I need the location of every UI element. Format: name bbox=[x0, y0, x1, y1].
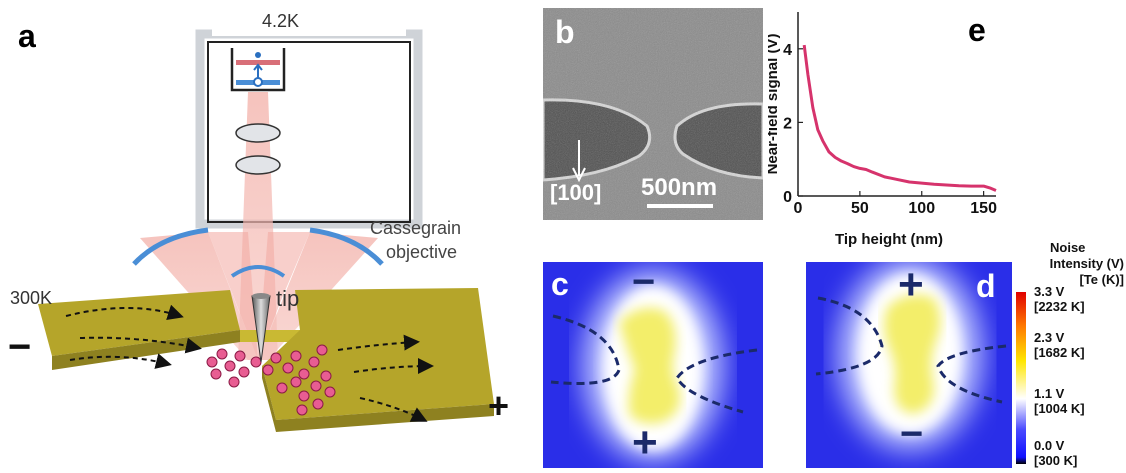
sample-left-pad bbox=[38, 290, 240, 356]
panel-letter-c: c bbox=[551, 266, 569, 302]
sample-constriction bbox=[240, 330, 300, 342]
noise-map-panel-d bbox=[806, 262, 1012, 468]
tip-label: tip bbox=[276, 286, 299, 311]
colorbar-tick-2-volts: 1.1 V bbox=[1034, 386, 1065, 401]
colorbar-tick-1-kelvin: [1682 K] bbox=[1034, 345, 1085, 360]
y-tick-label-1: 2 bbox=[783, 115, 792, 132]
minus-label-d: − bbox=[900, 412, 924, 456]
detector-layer bbox=[236, 60, 280, 65]
x-tick-label-3: 150 bbox=[970, 200, 997, 217]
electrode-edge-right-c bbox=[675, 348, 758, 414]
scale-bar-label: 500nm bbox=[641, 174, 718, 201]
panel-letter-a: a bbox=[18, 18, 36, 54]
detector-cup bbox=[230, 48, 286, 92]
colorbar-tick-0: 3.3 V [2232 K] bbox=[1034, 284, 1085, 314]
lens-upper bbox=[235, 123, 281, 143]
objective-label-line2: objective bbox=[386, 242, 457, 262]
secondary-mirror bbox=[230, 265, 286, 278]
noise-map-panel-c bbox=[543, 262, 763, 468]
colorbar-tick-3: 0.0 V [300 K] bbox=[1034, 438, 1077, 468]
colorbar-tick-2-kelvin: [1004 K] bbox=[1034, 401, 1085, 416]
colorbar-tick-3-kelvin: [300 K] bbox=[1034, 453, 1078, 468]
scale-bar bbox=[647, 204, 713, 208]
colorbar-title: Noise Intensity (V) [Te (K)] bbox=[1050, 240, 1124, 288]
x-tick-label-2: 100 bbox=[908, 200, 935, 217]
temp-room-label: 300K bbox=[10, 288, 52, 308]
x-axis-label: Tip height (nm) bbox=[835, 231, 943, 248]
temp-cold-label: 4.2K bbox=[262, 11, 299, 31]
minus-label-c: − bbox=[632, 260, 656, 304]
series-line-0 bbox=[802, 44, 997, 192]
colorbar-gradient bbox=[1016, 292, 1026, 464]
primary-mirror-left bbox=[132, 227, 209, 266]
colorbar-title-line1: Noise bbox=[1050, 240, 1086, 255]
panel-letter-b: b bbox=[555, 14, 575, 50]
colorbar-tick-1-volts: 2.3 V bbox=[1034, 330, 1065, 345]
hot-electrons bbox=[206, 344, 336, 416]
primary-mirror-right bbox=[309, 227, 384, 266]
direction-label: [100] bbox=[550, 180, 602, 205]
current-flow-arrows bbox=[65, 304, 434, 422]
schematic-panel-a: 4.2K Cassegrain objective bbox=[8, 10, 509, 432]
panel-letter-e: e bbox=[968, 12, 986, 48]
plus-label-c: + bbox=[632, 418, 658, 467]
electrode-edge-right-d bbox=[936, 344, 1007, 404]
minus-terminal: − bbox=[8, 325, 31, 369]
hotspot-c bbox=[619, 307, 681, 424]
colorbar-tick-0-volts: 3.3 V bbox=[1034, 284, 1065, 299]
electrode-edge-left-c bbox=[550, 314, 621, 385]
cryostat-inner bbox=[207, 41, 411, 223]
objective-label-line1: Cassegrain bbox=[370, 218, 461, 238]
cryostat-outline bbox=[195, 29, 423, 229]
plus-label-d: + bbox=[898, 260, 924, 309]
colorbar-tick-0-kelvin: [2232 K] bbox=[1034, 299, 1085, 314]
lens-lower bbox=[235, 155, 281, 175]
panel-letter-d: d bbox=[976, 268, 996, 304]
plus-terminal: + bbox=[488, 385, 509, 426]
colorbar-title-line2: Intensity (V) bbox=[1049, 256, 1124, 271]
electrode-edge-left-d bbox=[815, 296, 884, 376]
colorbar-tick-2: 1.1 V [1004 K] bbox=[1034, 386, 1085, 416]
y-tick-label-0: 0 bbox=[783, 189, 792, 206]
x-tick-label-1: 50 bbox=[851, 200, 869, 217]
colorbar-title-line3: [Te (K)] bbox=[1079, 272, 1124, 287]
x-tick-label-0: 0 bbox=[794, 200, 803, 217]
sem-image-panel-b bbox=[543, 8, 763, 220]
hotspot-d bbox=[884, 294, 941, 414]
colorbar-tick-1: 2.3 V [1682 K] bbox=[1034, 330, 1085, 360]
colorbar-tick-3-volts: 0.0 V bbox=[1034, 438, 1065, 453]
y-tick-label-2: 4 bbox=[783, 42, 792, 59]
y-axis-label: Near-field signal (V) bbox=[768, 34, 781, 175]
